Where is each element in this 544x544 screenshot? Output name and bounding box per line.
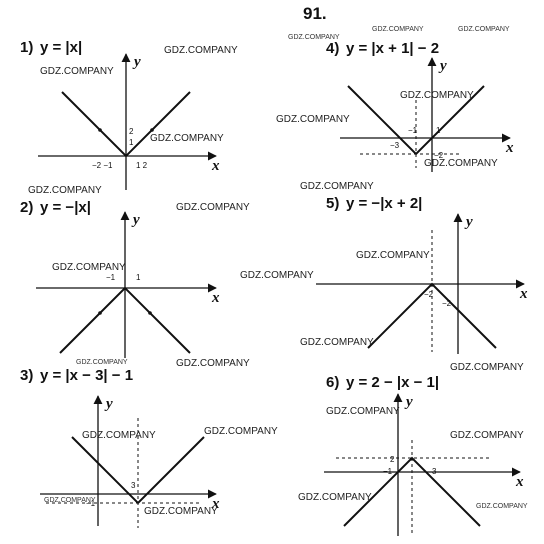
panel-4-tick-x-neg3: −3: [390, 141, 400, 150]
watermark: GDZ.COMPANY: [150, 133, 224, 144]
panel-2-title: y = −|x|: [40, 199, 91, 216]
watermark: GDZ.COMPANY: [300, 181, 374, 192]
panel-4-tick-x-neg1: −1: [408, 126, 418, 135]
panel-1-x-label: x: [211, 158, 220, 174]
panel-6: 6) y = 2 − |x − 1| x y 2 −1 3: [324, 374, 524, 536]
panel-4-tick-x-1: 1: [436, 126, 441, 135]
panel-4-tick-y-neg2: −2: [434, 151, 444, 160]
watermarks: GDZ.COMPANY GDZ.COMPANY GDZ.COMPANY GDZ.…: [28, 26, 528, 517]
watermark: GDZ.COMPANY: [176, 358, 250, 369]
panel-1-tick-x-neg: −2 −1: [92, 161, 113, 170]
panel-1-number: 1): [20, 39, 33, 56]
watermark: GDZ.COMPANY: [298, 492, 372, 503]
panel-1: 1) y = |x| x y −2 −1 1 2 2 1: [20, 39, 220, 190]
panel-3-graph: [71, 436, 205, 505]
exercise-number: 91.: [303, 4, 327, 23]
watermark: GDZ.COMPANY: [372, 26, 424, 33]
panel-4: 4) y = |x + 1| − 2 x y −3 −1 1 −2: [326, 40, 514, 172]
panel-4-title: y = |x + 1| − 2: [346, 40, 439, 57]
panel-6-tick-y-2: 2: [390, 455, 395, 464]
watermark: GDZ.COMPANY: [44, 497, 96, 504]
panel-6-y-label: y: [404, 394, 413, 410]
watermark: GDZ.COMPANY: [28, 185, 102, 196]
watermark: GDZ.COMPANY: [450, 362, 524, 373]
panel-6-title: y = 2 − |x − 1|: [346, 374, 439, 391]
panel-4-x-label: x: [505, 140, 514, 156]
panel-3-tick-y-neg1: −1: [86, 499, 96, 508]
panel-2-x-label: x: [211, 290, 220, 306]
watermark: GDZ.COMPANY: [288, 34, 340, 41]
panel-3-x-label: x: [211, 496, 220, 512]
watermark: GDZ.COMPANY: [164, 45, 238, 56]
panel-4-y-label: y: [438, 58, 447, 74]
panel-5: 5) y = −|x + 2| x y −2 −2: [316, 195, 528, 354]
watermark: GDZ.COMPANY: [144, 506, 218, 517]
watermark: GDZ.COMPANY: [300, 337, 374, 348]
panel-6-graph: [343, 456, 481, 527]
panel-1-graph: [61, 91, 191, 158]
panel-3-number: 3): [20, 367, 33, 384]
panel-1-tick-y-2: 2: [129, 127, 134, 136]
watermark: GDZ.COMPANY: [40, 66, 114, 77]
watermark: GDZ.COMPANY: [82, 430, 156, 441]
panel-1-tick-y-1: 1: [129, 138, 134, 147]
panel-6-x-label: x: [515, 474, 524, 490]
panel-5-tick-x-neg2: −2: [424, 290, 434, 299]
watermark: GDZ.COMPANY: [276, 114, 350, 125]
panel-2-tick-x-neg: −1: [106, 273, 116, 282]
panel-1-title: y = |x|: [40, 39, 82, 56]
panel-5-title: y = −|x + 2|: [346, 195, 422, 212]
watermark: GDZ.COMPANY: [52, 262, 126, 273]
watermark: GDZ.COMPANY: [458, 26, 510, 33]
watermark: GDZ.COMPANY: [450, 430, 524, 441]
panel-6-number: 6): [326, 374, 339, 391]
panel-5-tick-y-neg2: −2: [442, 299, 452, 308]
panel-2: 2) y = −|x| x y −1 1: [20, 199, 220, 358]
panel-4-graph: [347, 85, 485, 156]
panel-6-tick-x-neg1: −1: [383, 467, 393, 476]
panel-1-tick-x-pos: 1 2: [136, 161, 148, 170]
panel-2-tick-x-pos: 1: [136, 273, 141, 282]
panel-3-y-label: y: [104, 396, 113, 412]
panel-5-number: 5): [326, 195, 339, 212]
panel-2-point: [98, 311, 102, 315]
watermark: GDZ.COMPANY: [326, 406, 400, 417]
panel-2-point: [148, 311, 152, 315]
panel-1-point: [98, 128, 102, 132]
panel-6-tick-x-3: 3: [432, 467, 437, 476]
panel-3-title: y = |x − 3| − 1: [40, 367, 133, 384]
panel-2-y-label: y: [131, 212, 140, 228]
watermark: GDZ.COMPANY: [476, 503, 528, 510]
panel-5-y-label: y: [464, 214, 473, 230]
panel-3-tick-x-3: 3: [131, 481, 136, 490]
panel-1-y-label: y: [132, 54, 141, 70]
watermark: GDZ.COMPANY: [424, 158, 498, 169]
panel-5-graph: [367, 282, 497, 349]
panel-4-number: 4): [326, 40, 339, 57]
panel-1-point: [150, 128, 154, 132]
watermark: GDZ.COMPANY: [240, 270, 314, 281]
watermark: GDZ.COMPANY: [76, 359, 128, 366]
watermark: GDZ.COMPANY: [176, 202, 250, 213]
watermark: GDZ.COMPANY: [356, 250, 430, 261]
panel-3: 3) y = |x − 3| − 1 x y 3 −1: [20, 367, 220, 528]
panel-2-number: 2): [20, 199, 33, 216]
panel-5-x-label: x: [519, 286, 528, 302]
watermark: GDZ.COMPANY: [400, 90, 474, 101]
panel-2-graph: [59, 286, 191, 354]
watermark: GDZ.COMPANY: [204, 426, 278, 437]
